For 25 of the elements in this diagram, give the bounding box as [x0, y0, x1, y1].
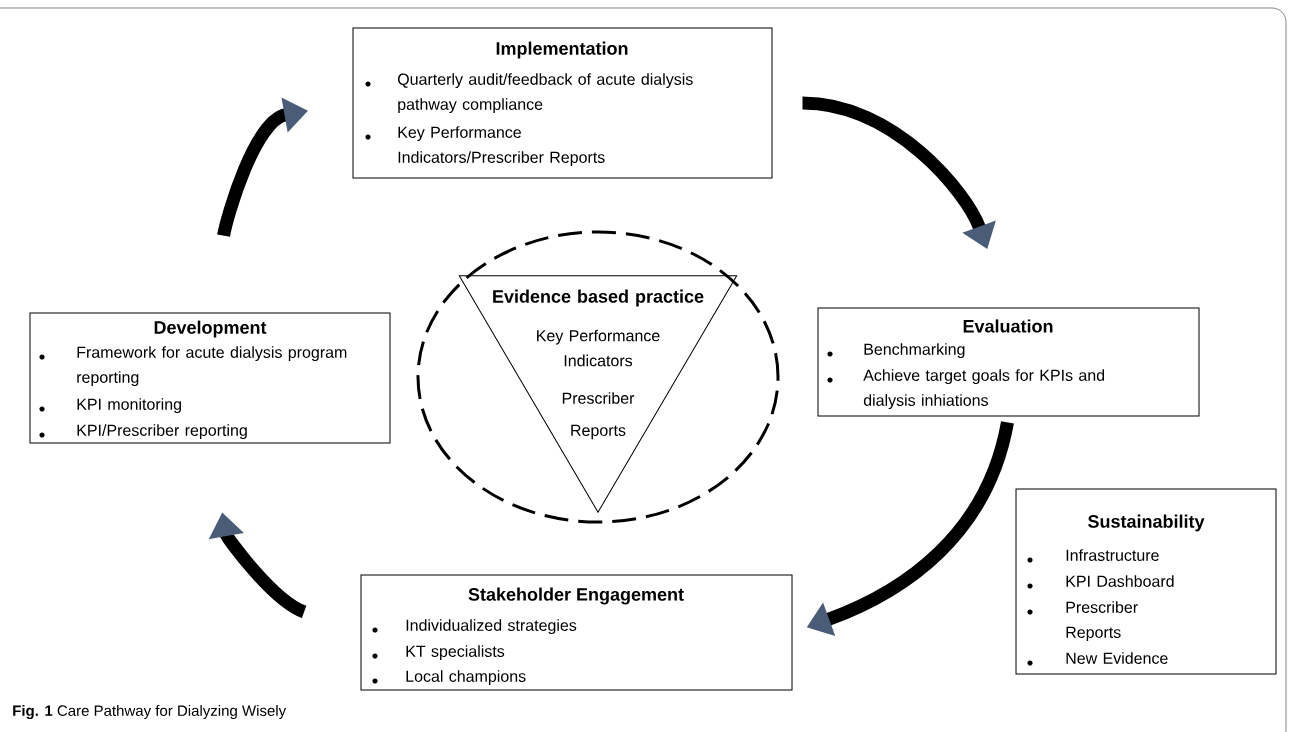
box-heading: Evaluation: [963, 319, 1053, 333]
bullet-item: KT specialists: [372, 645, 505, 661]
bullet-item: Achieve target goals for KPIs and dialysis inhiations: [827, 369, 1105, 410]
bullet-item: Key Performance Indicators/Prescriber Reports: [365, 126, 605, 167]
dashed-circle: [416, 230, 780, 524]
triangle-heading: Evidence based practice: [493, 289, 704, 307]
triangle-text: Prescriber: [562, 392, 635, 404]
bullet-item: Infrastructure: [1027, 549, 1159, 563]
bullet-item: Quarterly audit/feedback of acute dialysis pathway compliance: [365, 73, 693, 114]
triangle-text: Key Performance Indicators: [537, 329, 660, 367]
box-heading: Implementation: [496, 41, 628, 59]
box-heading: Development: [154, 320, 267, 338]
box-heading: Stakeholder Engagement: [468, 587, 684, 605]
bullet-item: Local champions: [372, 670, 526, 686]
triangle-text: Reports: [571, 424, 626, 440]
bullet-item: KPI/Prescriber reporting: [39, 424, 247, 440]
bullet-item: KPI monitoring: [39, 398, 181, 414]
bullet-item: Framework for acute dialysis program reporting: [39, 346, 347, 387]
box-heading: Sustainability: [1088, 514, 1205, 532]
bullet-item: New Evidence: [1027, 652, 1168, 666]
bullet-item: Individualized strategies: [372, 619, 577, 635]
bullet-item: KPI Dashboard: [1027, 575, 1174, 589]
figure-caption: Fig. 1 Care Pathway for Dialyzing Wisely: [13, 705, 287, 720]
bullet-item: Prescriber Reports: [1027, 601, 1138, 642]
bullet-item: Benchmarking: [827, 343, 965, 359]
